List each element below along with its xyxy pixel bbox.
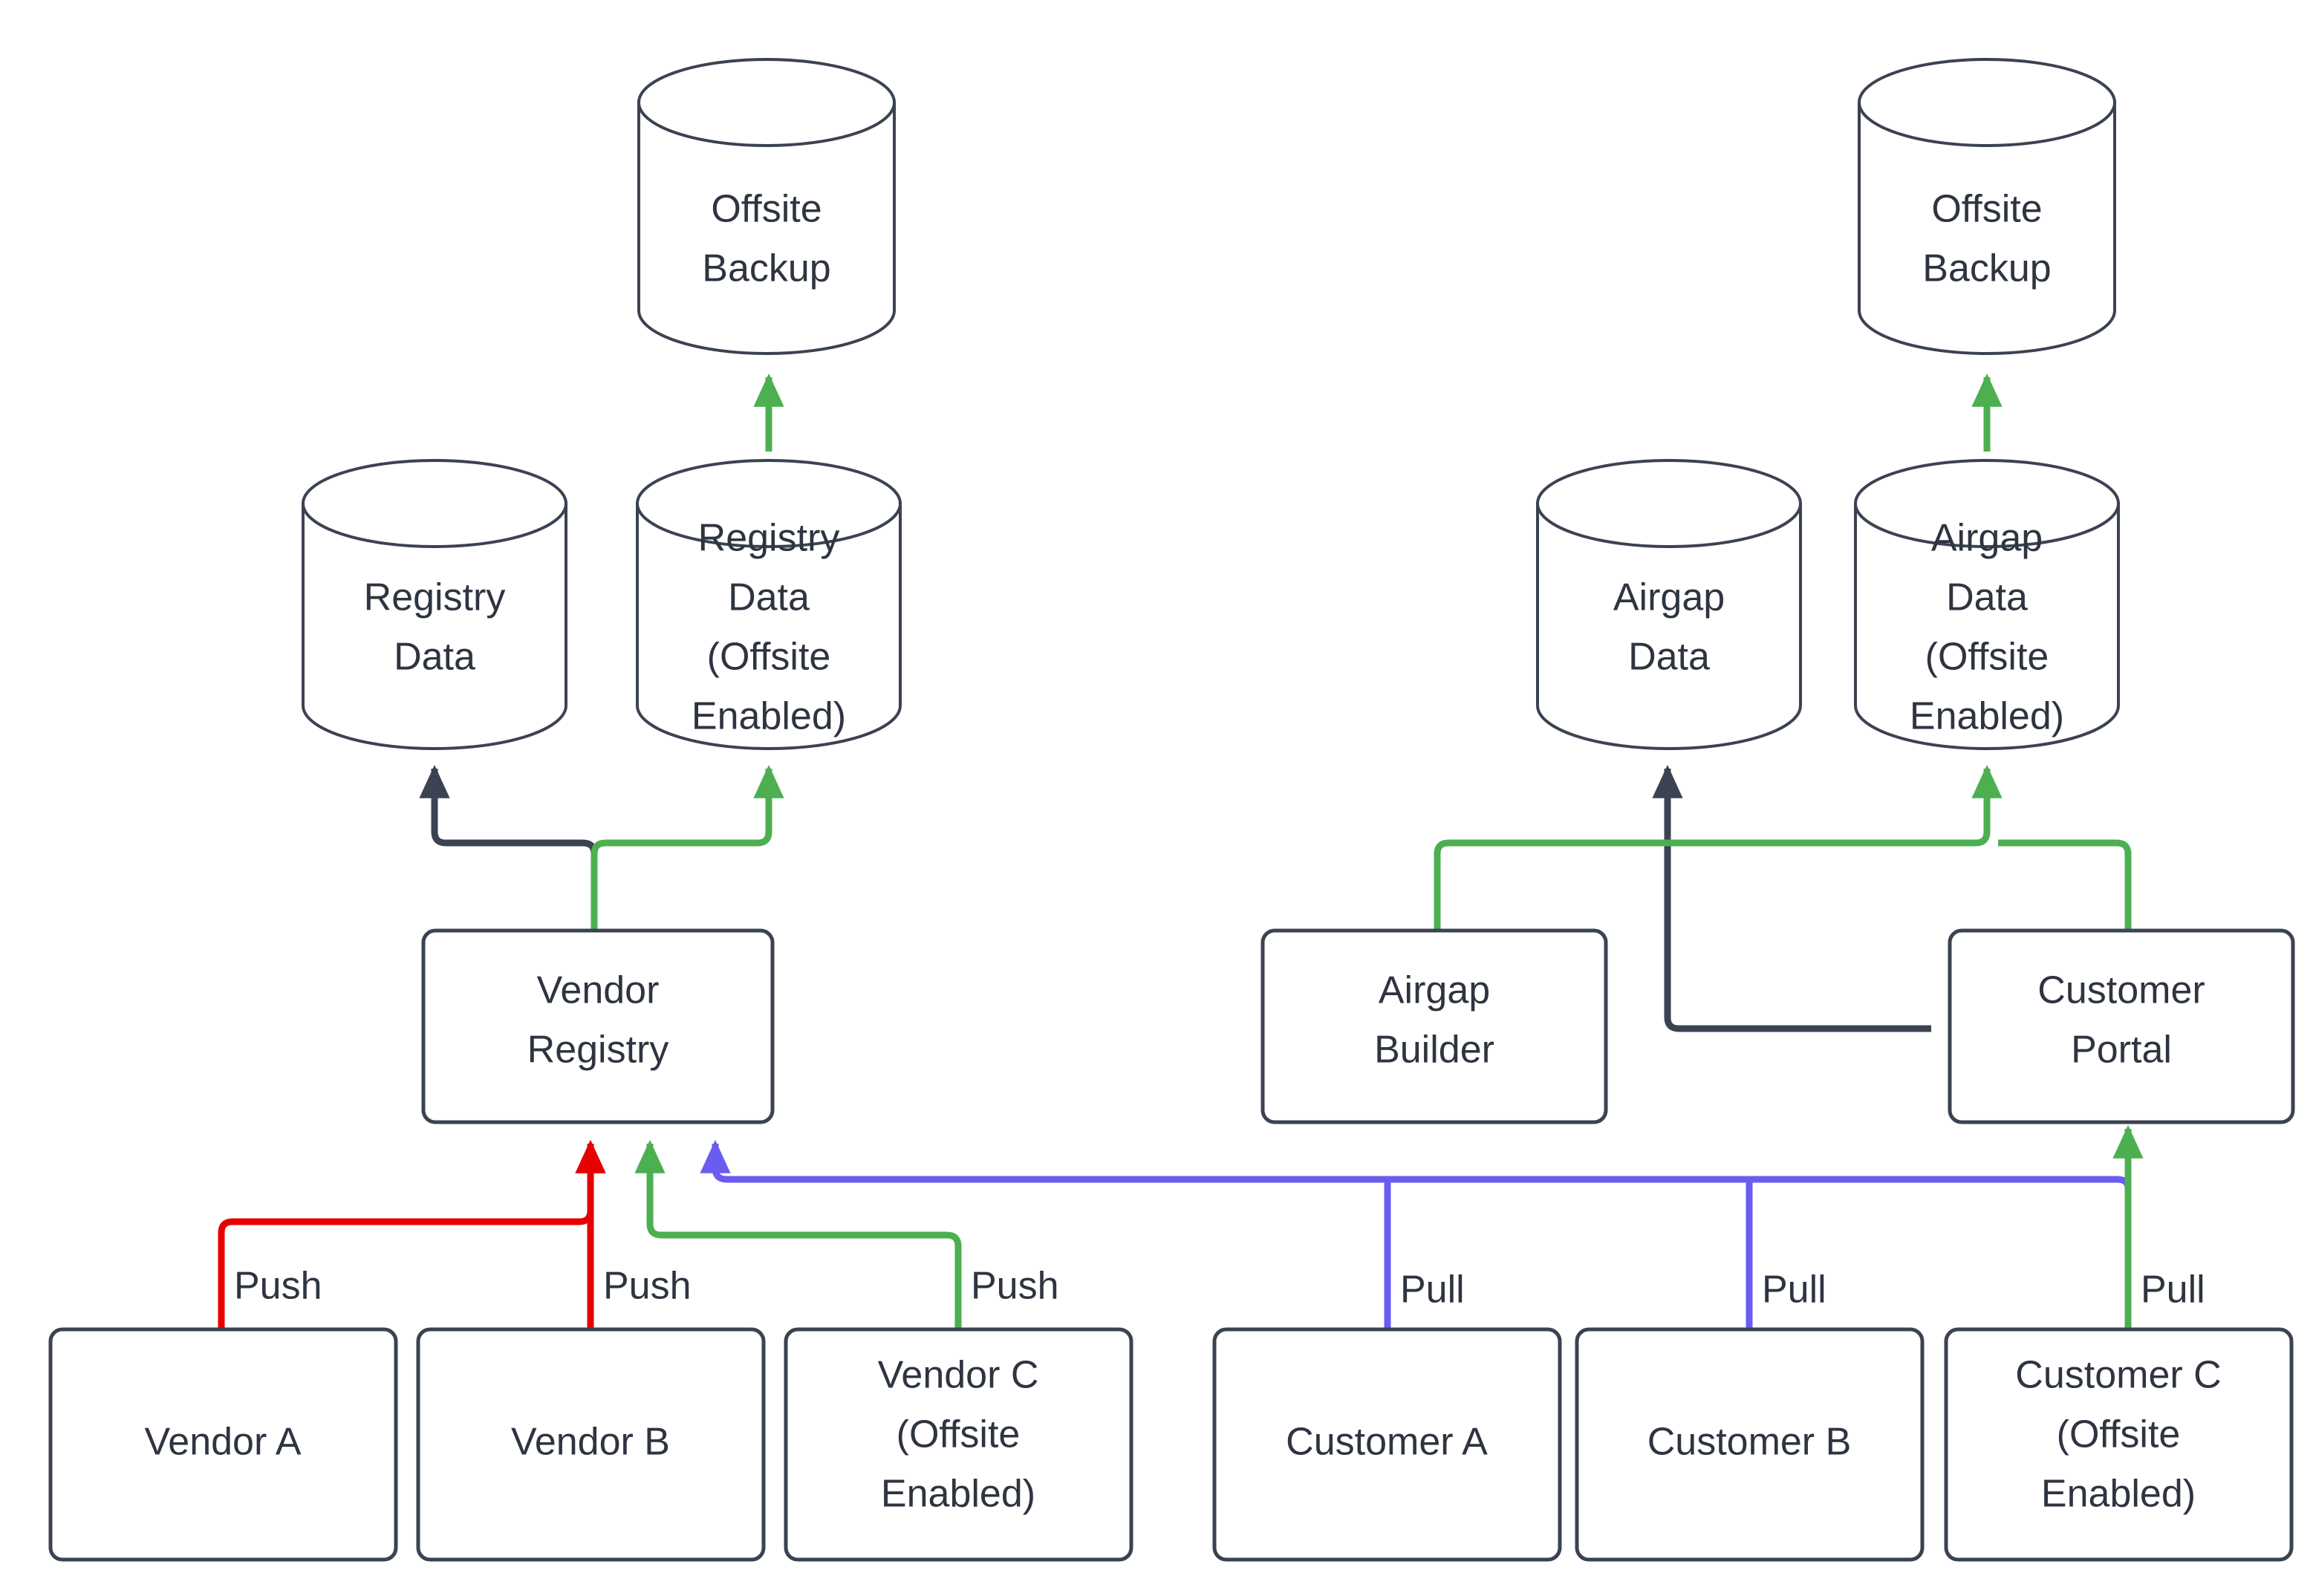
- vendor-a-box: [48, 1327, 398, 1562]
- node-registry-data[interactable]: Registry Data: [302, 459, 567, 750]
- registry-data-label-1: Registry: [364, 576, 506, 619]
- customer-a-box: [1212, 1327, 1562, 1562]
- offsite-backup-right-top: [1858, 58, 2116, 147]
- node-airgap-data[interactable]: Airgap Data: [1536, 459, 1802, 750]
- registry-data-top: [302, 459, 567, 548]
- edge-customer-portal-to-airgap-offsite: [1998, 839, 2132, 932]
- node-offsite-backup-right[interactable]: Offsite Backup: [1858, 58, 2116, 355]
- edge-label-layer: Push Push Push Pull Pull Pull: [234, 1265, 2205, 1312]
- vendor-registry-label-1: Vendor: [537, 969, 660, 1012]
- airgap-data-top: [1536, 459, 1802, 548]
- node-airgap-builder[interactable]: Airgap Builder: [1260, 928, 1608, 1124]
- airgap-builder-label-2: Builder: [1374, 1029, 1494, 1072]
- node-vendor-c[interactable]: Vendor C (Offsite Enabled): [784, 1327, 1133, 1562]
- customer-b-box: [1575, 1327, 1925, 1562]
- vendor-c-label-1: Vendor C: [878, 1354, 1039, 1397]
- edge-vendor-registry-to-registry-data-offsite: [591, 764, 784, 932]
- node-vendor-b[interactable]: Vendor B: [416, 1327, 766, 1562]
- vendor-c-box: [784, 1327, 1133, 1562]
- customer-c-box: [1944, 1327, 2294, 1562]
- airgap-data-label-2: Data: [1628, 636, 1710, 679]
- airgap-builder-label-1: Airgap: [1379, 969, 1490, 1012]
- edge-label-push-b: Push: [603, 1265, 692, 1308]
- edge-airgap-builder-to-airgap-offsite: [1434, 764, 2003, 932]
- node-customer-portal[interactable]: Customer Portal: [1948, 928, 2295, 1124]
- airgap-data-offsite-label-4: Enabled): [1910, 695, 2064, 738]
- edge-customer-portal-to-vendor-registry: [700, 1139, 2132, 1189]
- customer-a-label: Customer A: [1286, 1421, 1488, 1464]
- customer-c-label-2: (Offsite: [2057, 1413, 2181, 1456]
- offsite-backup-left-label-2: Backup: [702, 247, 830, 290]
- node-customer-b[interactable]: Customer B: [1575, 1327, 1925, 1562]
- customer-c-label-3: Enabled): [2041, 1473, 2196, 1516]
- airgap-builder-box: [1260, 928, 1608, 1124]
- vendor-registry-box: [421, 928, 775, 1124]
- customer-c-label-1: Customer C: [2015, 1354, 2221, 1397]
- vendor-a-label: Vendor A: [144, 1421, 301, 1464]
- airgap-data-label-1: Airgap: [1613, 576, 1725, 619]
- registry-data-offsite-label-2: Data: [728, 576, 810, 619]
- node-registry-data-offsite[interactable]: Registry Data (Offsite Enabled): [636, 459, 902, 750]
- offsite-backup-left-body: [637, 101, 896, 355]
- vendor-c-label-2: (Offsite: [897, 1413, 1021, 1456]
- node-customer-a[interactable]: Customer A: [1212, 1327, 1562, 1562]
- airgap-data-body: [1536, 502, 1802, 750]
- registry-data-offsite-label-1: Registry: [698, 517, 840, 560]
- edge-layer: [218, 373, 2144, 1329]
- edge-label-push-c: Push: [971, 1265, 1059, 1308]
- edge-label-pull-c: Pull: [2141, 1268, 2205, 1312]
- offsite-backup-right-label-2: Backup: [1922, 247, 2051, 290]
- edge-label-pull-a: Pull: [1400, 1268, 1465, 1312]
- registry-data-label-2: Data: [394, 636, 475, 679]
- customer-portal-label-1: Customer: [2037, 969, 2205, 1012]
- edge-vendor-registry-to-registry-data: [419, 764, 598, 932]
- customer-b-label: Customer B: [1647, 1421, 1852, 1464]
- offsite-backup-left-top: [637, 58, 896, 147]
- registry-data-offsite-label-4: Enabled): [692, 695, 846, 738]
- node-airgap-data-offsite[interactable]: Airgap Data (Offsite Enabled): [1854, 459, 2120, 750]
- airgap-data-offsite-label-2: Data: [1946, 576, 2028, 619]
- offsite-backup-right-label-1: Offsite: [1931, 188, 2042, 231]
- node-customer-c[interactable]: Customer C (Offsite Enabled): [1944, 1327, 2294, 1562]
- vendor-c-label-3: Enabled): [881, 1473, 1035, 1516]
- registry-data-body: [302, 502, 567, 750]
- registry-data-offsite-body: [636, 502, 902, 750]
- edge-label-push-a: Push: [234, 1265, 322, 1308]
- edge-customer-portal-to-airgap-data: [1652, 764, 1931, 1032]
- offsite-backup-left-label-1: Offsite: [711, 188, 822, 231]
- customer-portal-box: [1948, 928, 2295, 1124]
- node-vendor-registry[interactable]: Vendor Registry: [421, 928, 775, 1124]
- airgap-data-offsite-body: [1854, 502, 2120, 750]
- airgap-data-offsite-label-3: (Offsite: [1925, 636, 2049, 679]
- vendor-b-label: Vendor B: [511, 1421, 670, 1464]
- vendor-b-box: [416, 1327, 766, 1562]
- offsite-backup-right-body: [1858, 101, 2116, 355]
- registry-data-offsite-top: [636, 459, 902, 548]
- customer-portal-label-2: Portal: [2071, 1029, 2172, 1072]
- edge-vendor-c-to-registry: [634, 1139, 962, 1329]
- airgap-data-offsite-label-1: Airgap: [1931, 517, 2043, 560]
- edge-label-pull-b: Pull: [1762, 1268, 1826, 1312]
- registry-data-offsite-label-3: (Offsite: [707, 636, 831, 679]
- node-vendor-a[interactable]: Vendor A: [48, 1327, 398, 1562]
- vendor-registry-label-2: Registry: [527, 1029, 669, 1072]
- airgap-data-offsite-top: [1854, 459, 2120, 548]
- node-offsite-backup-left[interactable]: Offsite Backup: [637, 58, 896, 355]
